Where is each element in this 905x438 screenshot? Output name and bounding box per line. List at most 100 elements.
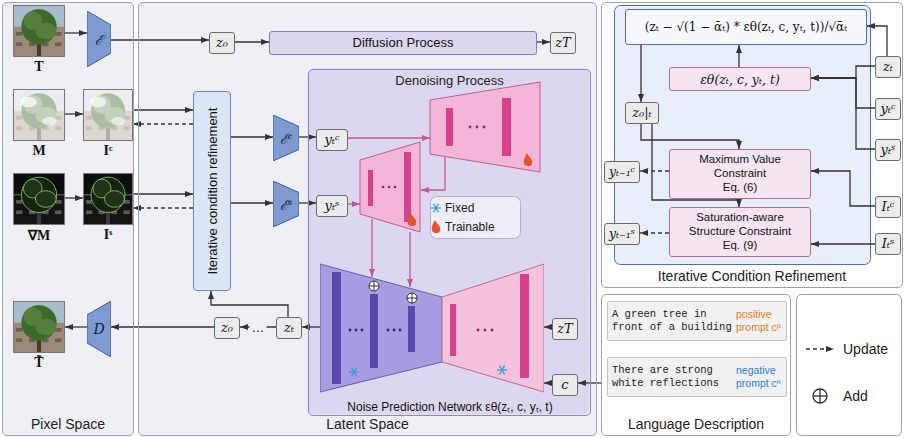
art-polygon xyxy=(273,115,299,161)
flow-arrow xyxy=(211,291,288,317)
art-rect xyxy=(520,274,529,378)
box-label: (zₜ − √(1 − ᾱₜ) * εθ(zₜ, c, yₜ, t))/√ᾱₜ xyxy=(645,20,847,34)
variable-box: yₜᶜ xyxy=(875,98,901,120)
art-rect xyxy=(83,89,133,141)
art-line xyxy=(352,368,357,377)
image-label: Iˢ xyxy=(83,227,133,243)
art-circle xyxy=(369,281,379,291)
variable-box: z₀ xyxy=(209,32,235,54)
art-rect xyxy=(86,200,92,204)
box-label: c xyxy=(561,377,568,393)
art-rect xyxy=(308,69,590,415)
art-rect xyxy=(14,302,65,353)
art-g xyxy=(349,368,359,377)
art-rect xyxy=(16,200,23,204)
art-rect xyxy=(446,108,453,146)
encoder-label: D xyxy=(93,321,104,337)
variable-box: Iₜᶜ xyxy=(875,196,901,218)
panel-title: Denoising Process xyxy=(309,73,590,88)
art-circle xyxy=(491,329,494,332)
art-circle xyxy=(484,329,487,332)
flow-arrow xyxy=(65,113,83,114)
art-svg xyxy=(13,173,65,225)
art-circle xyxy=(483,126,486,129)
prompt-text: A green tree in front of a building xyxy=(612,308,732,334)
flow-arrow xyxy=(640,45,641,102)
art-circle xyxy=(388,186,391,189)
art-rect xyxy=(83,173,133,225)
art-svg xyxy=(320,260,544,394)
panel: Language DescriptionA green tree in fron… xyxy=(601,294,791,436)
art-line xyxy=(806,348,834,349)
art-rect xyxy=(139,3,597,436)
art-rect xyxy=(3,3,134,436)
art-line xyxy=(819,389,820,403)
art-svg xyxy=(13,5,65,57)
flow-arrow xyxy=(811,243,875,244)
legend-label: Add xyxy=(843,388,868,404)
box-label: yₜᶜ xyxy=(880,101,895,117)
art-ellipse xyxy=(42,117,57,125)
box-label: z₀ xyxy=(221,320,233,336)
box-label: Eq. (9) xyxy=(723,239,758,253)
art-ellipse xyxy=(91,177,125,212)
variable-box: Saturation-aware Structure ConstraintEq.… xyxy=(669,207,811,257)
art-path xyxy=(408,213,416,226)
art-rect xyxy=(84,90,133,141)
flow-arrow xyxy=(65,197,83,198)
variable-box: yₜᶜ xyxy=(316,129,348,151)
box-label: yₜ₋₁ˢ xyxy=(609,226,635,241)
flow-arrow xyxy=(641,124,739,149)
variable-box: yₜˢ xyxy=(875,139,901,161)
refinement-block: Iterative condition refinement xyxy=(193,91,231,291)
art-svg xyxy=(13,89,65,141)
flow-arrow xyxy=(544,326,552,327)
encoder-label: ℰˢ xyxy=(280,195,293,214)
art-line xyxy=(434,204,439,213)
art-line xyxy=(412,293,413,303)
art-rect xyxy=(55,338,62,342)
panel: Latent Spacez₀Diffusion ProcesszTIterati… xyxy=(138,2,597,436)
art-rect xyxy=(55,328,62,332)
art-line xyxy=(500,366,505,375)
flow-arrow xyxy=(111,39,209,40)
box-label: yₜˢ xyxy=(881,142,896,158)
panel-title: Latent Space xyxy=(139,416,596,432)
art-path xyxy=(432,220,440,233)
art-polygon xyxy=(87,11,111,67)
art-rect xyxy=(370,294,378,368)
prompt-box: There are strong white reflectionsnegati… xyxy=(607,357,787,397)
box-label: Eq. (6) xyxy=(723,181,758,195)
art-line xyxy=(374,281,375,291)
variable-box: Maximum Value ConstraintEq. (6) xyxy=(669,149,811,199)
flow-arrow xyxy=(231,136,273,137)
flow-arrow xyxy=(811,78,875,149)
art-rect xyxy=(84,174,133,225)
flow-arrow xyxy=(811,78,875,108)
encoder-label: ℰᶜ xyxy=(280,129,293,148)
flow-arrow xyxy=(738,45,739,67)
variable-box: zT xyxy=(550,32,576,54)
prompt-text: There are strong white reflections xyxy=(612,364,732,390)
encoder-block: ℰ xyxy=(87,11,111,67)
flow-arrow xyxy=(133,193,193,194)
prompt-kind: positive prompt cᵖ xyxy=(736,308,782,333)
box-label: zT xyxy=(555,35,571,51)
encoder-block: D xyxy=(87,301,111,357)
box-label: Maximum Value Constraint xyxy=(674,153,806,181)
art-svg xyxy=(13,301,65,353)
panel-title: Pixel Space xyxy=(3,416,133,432)
art-line xyxy=(352,368,357,377)
art-line xyxy=(346,137,430,138)
update-arrow xyxy=(133,123,193,124)
art-ellipse xyxy=(21,305,56,340)
art-ellipse xyxy=(35,23,56,40)
art-ellipse xyxy=(21,177,56,212)
update-arrow xyxy=(640,232,669,233)
art-rect xyxy=(55,32,62,36)
image-thumbnail: Iˢ xyxy=(83,173,133,225)
flow-arrow xyxy=(231,202,273,203)
art-rect xyxy=(408,306,415,352)
art-polygon xyxy=(442,264,544,392)
